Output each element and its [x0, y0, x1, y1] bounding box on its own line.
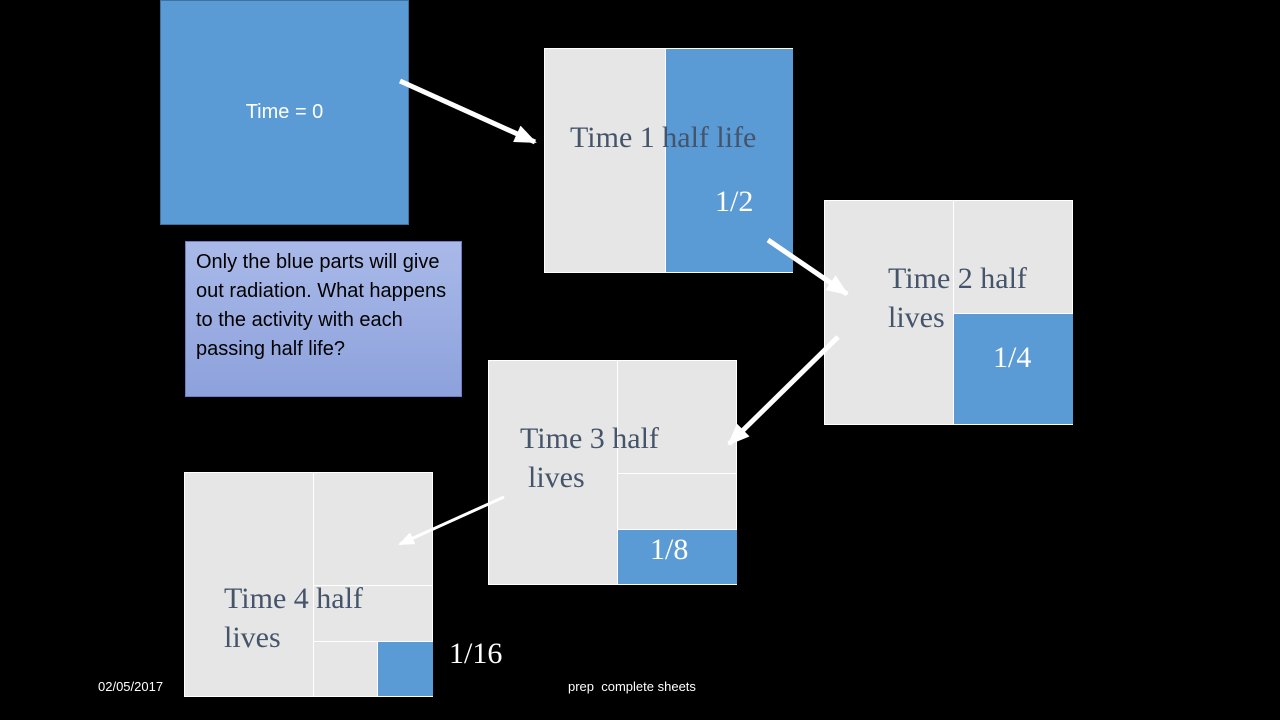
- stage-4-active-part: [378, 642, 433, 696]
- stage-4-divider-h1: [313, 585, 433, 586]
- stage-4-label-line-2: lives: [224, 621, 281, 654]
- stage-4-divider-h2: [313, 641, 433, 642]
- stage-3-active-part: [618, 530, 737, 584]
- note-text: Only the blue parts will give out radiat…: [196, 251, 447, 360]
- stage-2-active-part: [954, 314, 1073, 424]
- stage-2-label-line-1: Time 2 half: [888, 262, 1027, 295]
- footer-date: 02/05/2017: [98, 679, 164, 694]
- stage-4-fraction: 1/16: [449, 637, 503, 670]
- stage-0-box: Time = 0: [160, 0, 409, 225]
- stage-4-divider-v1: [313, 473, 314, 696]
- footer-center-text: prep complete sheets: [568, 679, 696, 694]
- stage-2-label-line-2: lives: [888, 301, 945, 334]
- stage-1-fraction: 1/2: [715, 185, 754, 218]
- stage-2-label: Time 2 half lives: [888, 259, 1027, 337]
- arrow-1-to-2: [766, 237, 849, 297]
- stage-1-divider: [665, 49, 666, 272]
- stage-4-label: Time 4 half lives: [224, 579, 363, 657]
- stage-1-active-part: [665, 49, 793, 272]
- arrow-0-to-1: [398, 78, 537, 145]
- stage-2-box: [824, 200, 1073, 425]
- stage-3-fraction: 1/8: [650, 533, 689, 566]
- stage-3-label-line-1: Time 3 half: [520, 422, 659, 455]
- stage-3-divider-h1: [617, 473, 737, 474]
- stage-3-divider-h2: [617, 529, 737, 530]
- stage-3-box: [488, 360, 737, 585]
- stage-3-divider-v: [617, 361, 618, 584]
- stage-4-box: [184, 472, 433, 697]
- stage-1-label: Time 1 half life: [570, 121, 757, 154]
- note-box: Only the blue parts will give out radiat…: [185, 241, 462, 397]
- arrow-3-to-4: [398, 495, 505, 546]
- stage-2-divider-v: [953, 201, 954, 424]
- stage-3-label: Time 3 half lives: [520, 419, 659, 497]
- stage-2-divider-h: [953, 313, 1073, 314]
- stage-0-label: Time = 0: [245, 100, 324, 123]
- stage-3-label-line-2: lives: [528, 461, 585, 494]
- stage-1-box: [544, 48, 793, 273]
- stage-4-divider-v2: [377, 641, 378, 696]
- stage-2-fraction: 1/4: [993, 341, 1032, 374]
- stage-4-label-line-1: Time 4 half: [224, 582, 363, 615]
- arrow-2-to-3: [727, 335, 840, 446]
